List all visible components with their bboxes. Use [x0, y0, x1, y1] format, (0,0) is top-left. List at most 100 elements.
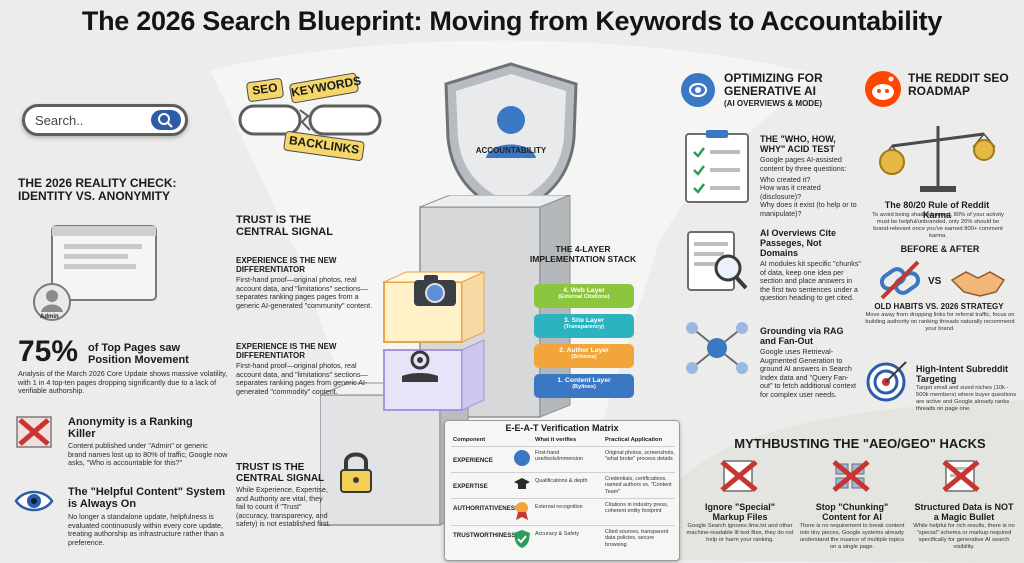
- layer-sub: (Bylines): [572, 384, 596, 391]
- stat-label: of Top Pages saw Position Movement: [88, 342, 189, 366]
- eye-icon: [14, 490, 54, 512]
- shield-label: ACCOUNTABILITY: [475, 146, 547, 155]
- helpful-heading: The "Helpful Content" System is Always O…: [68, 486, 226, 510]
- matrix-col-verifies: What it verifies: [535, 437, 577, 443]
- grounding-heading: Grounding via RAG and Fan-Out: [760, 326, 844, 346]
- search-icon: [158, 113, 173, 128]
- magnified-document-icon: [687, 231, 748, 291]
- exp1-body: First-hand proof—original photos, real a…: [236, 275, 373, 310]
- cite-body: AI modules kit specific "chunks" of data…: [760, 259, 861, 303]
- intent-body: Target small and sized niches (10k - 500…: [916, 385, 1017, 412]
- myth-body: While helpful for rich results, there is…: [913, 523, 1015, 550]
- graduation-cap-icon: [514, 478, 530, 489]
- matrix-cell-application: Citations in industry press, coherent en…: [605, 502, 669, 515]
- shield-icon: [444, 62, 578, 216]
- stack-layer-web: 4. Web Layer (External Citations): [534, 284, 634, 308]
- trust-top-heading: TRUST IS THE CENTRAL SIGNAL: [236, 214, 333, 238]
- myth-title: Ignore "Special" Markup Files: [704, 502, 776, 522]
- gen-ai-heading: OPTIMIZING FOR GENERATIVE AI: [724, 71, 823, 98]
- intent-heading: High-Intent Subreddit Targeting: [916, 364, 1008, 384]
- matrix-cell-verifies: External recognition: [535, 504, 583, 510]
- reality-heading: THE 2026 REALITY CHECK: IDENTITY VS. ANO…: [18, 176, 177, 203]
- stack-layer-author: 2. Author Layer (Schema): [534, 344, 634, 368]
- crossed-structured-data-icon: [942, 460, 980, 492]
- matrix-cell-verifies: Accuracy & Safety: [535, 531, 580, 537]
- layer-name: 2. Author Layer: [559, 347, 609, 354]
- matrix-divider: [451, 446, 675, 447]
- habits-heading: OLD HABITS VS. 2026 STRATEGY: [874, 302, 1004, 311]
- acid-q1: Who created it?: [760, 175, 811, 184]
- trust-bottom-heading: TRUST IS THE CENTRAL SIGNAL: [236, 462, 325, 484]
- exp2-body: First-hand proof—original photos, real a…: [236, 361, 368, 396]
- search-bar[interactable]: Search..: [22, 104, 188, 136]
- myth-heading: MYTHBUSTING THE "AEO/GEO" HACKS: [734, 436, 986, 451]
- acid-q2: How was it created (disclosure)?: [760, 183, 821, 201]
- matrix-cell-application: Original photos, screenshots, "what brok…: [605, 450, 675, 463]
- layer-sub: (External Citations): [558, 294, 610, 301]
- myth-body: There is no requirement to break content…: [799, 523, 905, 550]
- shield-check-icon: [514, 530, 530, 548]
- search-button[interactable]: [151, 110, 181, 130]
- grounding-body: Google uses Retrieval-Augmented Generati…: [760, 347, 857, 399]
- stat-percent: 75%: [18, 335, 79, 368]
- matrix-divider: [451, 525, 675, 526]
- karma-heading: The 80/20 Rule of Reddit Karma: [884, 200, 990, 220]
- matrix-col-component: Component: [453, 437, 486, 443]
- trust-bottom-body: While Experience, Expertise, and Authori…: [236, 485, 331, 529]
- gen-ai-sub: (AI OVERVIEWS & MODE): [724, 99, 823, 108]
- ai-brain-icon: [681, 73, 715, 107]
- padlock-icon: [340, 452, 372, 493]
- hands-icon: [514, 450, 530, 466]
- matrix-divider: [451, 498, 675, 499]
- layer-name: 4. Web Layer: [563, 287, 605, 294]
- matrix-cell-verifies: Qualifications & depth: [535, 478, 588, 484]
- acid-heading: THE "WHO, HOW, WHY" ACID TEST: [760, 134, 836, 154]
- anonymous-profile-illustration: [33, 225, 157, 321]
- vs-label: VS: [928, 276, 942, 287]
- habits-body: Move away from dropping links for referr…: [865, 312, 1015, 332]
- hand-gear-icon: [402, 350, 438, 382]
- broken-search-icon: [238, 104, 382, 136]
- admin-label: Admin: [40, 314, 59, 320]
- matrix-divider: [451, 472, 675, 473]
- myth-title: Stop "Chunking" Content for AI: [815, 502, 889, 522]
- anonymity-heading: Anonymity is a Ranking Killer: [68, 416, 193, 440]
- helpful-body: No longer a standalone update, helpfulne…: [68, 512, 224, 547]
- stat-body: Analysis of the March 2026 Core Update s…: [18, 369, 228, 396]
- target-icon: [866, 361, 907, 402]
- matrix-row-name: TRUSTWORTHINESS: [453, 532, 516, 539]
- matrix-col-application: Practical Application: [605, 437, 663, 443]
- red-x-icon: [16, 416, 52, 448]
- acid-body: Google pages AI-assisted content by thre…: [760, 155, 847, 173]
- award-ribbon-icon: [516, 502, 528, 520]
- acid-q3: Why does it exist (to help or to manipul…: [760, 200, 857, 218]
- eeat-matrix: E-E-A-T Verification Matrix Component Wh…: [444, 420, 680, 561]
- layer-sub: (Schema): [571, 354, 597, 361]
- balance-scale-icon: [879, 126, 996, 192]
- matrix-row-name: EXPERIENCE: [453, 457, 493, 464]
- layer-sub: (Transparency): [563, 324, 605, 331]
- anonymity-body: Content published under "Admin" or gener…: [68, 441, 228, 468]
- network-nodes-icon: [686, 322, 748, 374]
- stack-heading: THE 4-LAYER IMPLEMENTATION STACK: [529, 244, 637, 264]
- camera-icon: [414, 275, 456, 306]
- handshake-icon: [950, 271, 1006, 297]
- karma-body: To avoid being shadowbanned, 80% of your…: [872, 212, 1004, 239]
- layer-name: 3. Site Layer: [563, 317, 605, 324]
- reddit-icon: [865, 71, 901, 107]
- matrix-cell-verifies: First-hand use/tools/immersion: [535, 450, 583, 463]
- myth-body: Google Search ignores llms.txt and other…: [686, 523, 794, 543]
- matrix-row-name: EXPERTISE: [453, 483, 488, 490]
- search-input[interactable]: Search..: [35, 113, 84, 128]
- crossed-code-file-icon: [720, 460, 758, 492]
- chain-link-icon: [879, 260, 921, 300]
- exp2-heading: EXPERIENCE IS THE NEW DIFFERENTIATOR: [236, 342, 337, 360]
- myth-title: Structured Data is NOT a Magic Bullet: [914, 502, 1014, 522]
- exp1-heading: EXPERIENCE IS THE NEW DIFFERENTIATOR: [236, 256, 337, 274]
- checklist-icon: [685, 130, 749, 203]
- layer-name: 1. Content Layer: [557, 377, 611, 384]
- matrix-cell-application: Cited sources, transparent data policies…: [605, 529, 669, 548]
- stack-layer-site: 3. Site Layer (Transparency): [534, 314, 634, 338]
- stack-layer-content: 1. Content Layer (Bylines): [534, 374, 634, 398]
- cite-heading: AI Overviews Cite Passeges, Not Domains: [760, 228, 837, 258]
